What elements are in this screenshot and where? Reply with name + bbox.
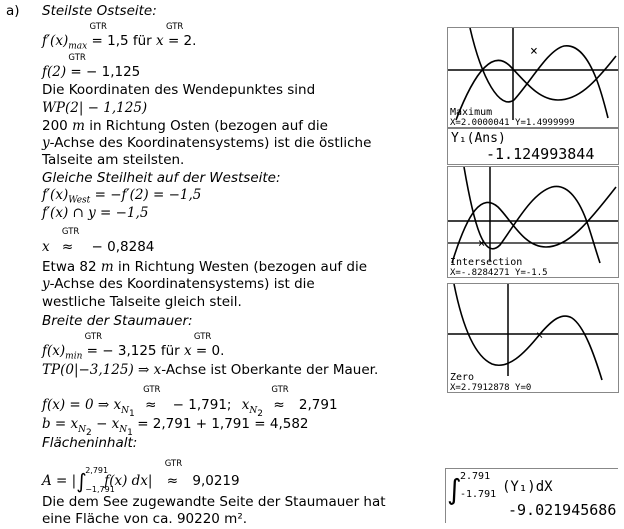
line-intersect: f′(x) ∩ y = −1,5 — [42, 205, 149, 221]
cursor-mark: × — [536, 328, 543, 342]
item-label: a) — [6, 3, 20, 19]
calc-line: X=2.7912878 Y=0 — [450, 383, 531, 392]
line-wp-intro: Die Koordinaten des Wendepunktes sind — [42, 82, 316, 98]
calc-result: -1.124993844 — [486, 145, 594, 163]
graph-zero: × Zero X=2.7912878 Y=0 — [448, 284, 618, 392]
line-west-82: Etwa 82 m in Richtung Westen (bezogen au… — [42, 259, 368, 275]
integral-sign-icon: ∫ — [447, 473, 462, 506]
gtr-label: GTR — [143, 385, 161, 395]
calc-screen-maximum: × Maximum X=2.0000041 Y=1.4999999 Y₁(Ans… — [447, 27, 619, 165]
calc-line: Intersection — [450, 257, 522, 268]
calc-lower-limit: -1.791 — [460, 489, 496, 500]
calc-screen-intersection: × Intersection X=-.8284271 Y=-1.5 — [447, 166, 619, 278]
graph-maximum: × Maximum X=2.0000041 Y=1.4999999 Y₁(Ans… — [448, 28, 618, 163]
line-integral: A = | ∫ 2,791 −1,791 f(x) dx| GTR≈ 9,021… — [42, 459, 240, 494]
line-width-b: b = xN2 − xN1 = 2,791 + 1,791 = 4,582 — [42, 416, 309, 438]
calc-line: X=-.8284271 Y=-1.5 — [450, 268, 548, 277]
cursor-mark: × — [530, 44, 538, 59]
cursor-mark: × — [478, 236, 485, 250]
gtr-label: GTR — [164, 459, 183, 469]
calc-screen-integral: ∫ 2.791 -1.791 (Y₁)dX -9.021945686 — [445, 468, 618, 523]
gtr-label: GTR — [68, 53, 86, 63]
calc-result: -9.021945686 — [508, 501, 616, 519]
line-conclusion-1: Die dem See zugewandte Seite der Staumau… — [42, 494, 386, 510]
graph-intersection: × Intersection X=-.8284271 Y=-1.5 — [448, 167, 618, 277]
calc-line: X=2.0000041 Y=1.4999999 — [450, 118, 575, 128]
heading-west-side: Gleiche Steilheit auf der Westseite: — [42, 170, 281, 186]
calc-line: Zero — [450, 372, 474, 383]
heading-area: Flächeninhalt: — [42, 435, 138, 451]
gtr-label: GTR — [271, 385, 289, 395]
gtr-label: GTR — [89, 22, 107, 32]
line-roots: f(x) = 0 ⇒ xN1 GTR≈ − 1,791; xN2 GTR≈ 2,… — [42, 385, 338, 421]
line-east-axis: y-Achse des Koordinatensystems) ist die … — [42, 135, 372, 151]
heading-dam-width: Breite der Staumauer: — [42, 313, 193, 329]
line-west-axis: y-Achse des Koordinatensystems) ist die — [42, 276, 315, 292]
line-x-west: x GTR≈ − 0,8284 — [42, 227, 154, 255]
calc-screen-zero: × Zero X=2.7912878 Y=0 — [447, 283, 619, 393]
line-east-200: 200 m in Richtung Osten (bezogen auf die — [42, 118, 328, 134]
gtr-label: GTR — [61, 227, 80, 237]
line-west-end: westliche Talseite gleich steil. — [42, 294, 242, 310]
gtr-label: GTR — [84, 332, 103, 342]
calc-upper-limit: 2.791 — [460, 471, 490, 482]
line-f2: f(2) GTR = − 1,125 — [42, 53, 140, 80]
calc-line: Maximum — [450, 107, 492, 118]
calc-line: Y₁(Ans) — [451, 131, 506, 146]
line-max-slope: f′(x)max GTR = 1,5 für x GTR = 2. — [42, 22, 196, 55]
line-east-end: Talseite am steilsten. — [42, 152, 185, 168]
line-conclusion-2: eine Fläche von ca. 90220 m². — [42, 511, 248, 527]
calc-expression: (Y₁)dX — [502, 479, 553, 495]
gtr-label: GTR — [193, 332, 212, 342]
gtr-label: GTR — [165, 22, 184, 32]
integral-output: ∫ 2.791 -1.791 (Y₁)dX -9.021945686 — [447, 471, 616, 519]
line-fwest: f′(x)West = −f′(2) = −1,5 — [42, 187, 202, 206]
line-tp: TP(0|−3,125) ⇒ x-Achse ist Oberkante der… — [42, 362, 379, 378]
heading-east-side: Steilste Ostseite: — [42, 3, 157, 19]
line-fmin: f(x)min GTR = − 3,125 für x GTR = 0. — [42, 332, 224, 365]
line-wp: WP(2| − 1,125) — [42, 100, 148, 116]
